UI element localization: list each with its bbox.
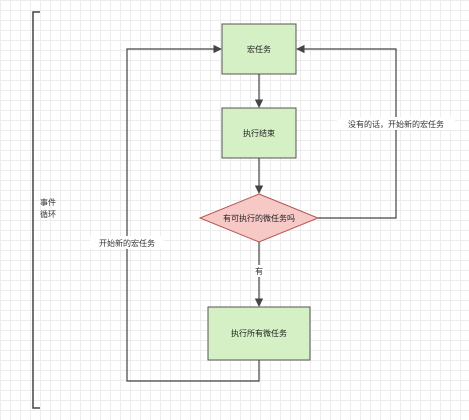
macro-task-label: 宏任务: [247, 44, 271, 54]
exec-done-node: [221, 107, 297, 159]
start-new-label: 开始新的宏任务: [99, 238, 155, 248]
yes-label-bg: [253, 265, 265, 277]
decision-label: 有可执行的微任务吗: [223, 213, 295, 223]
edge-micro-to-macro: [126, 44, 260, 382]
exec-micro-node: [207, 306, 311, 361]
start-new-label-bg: [90, 236, 164, 249]
exec-micro-label: 执行所有微任务: [231, 328, 287, 338]
macro-task-node: [221, 23, 297, 75]
exec-done-label: 执行结束: [243, 128, 275, 138]
yes-label: 有: [255, 266, 263, 276]
edge-no-to-macro: [296, 44, 397, 219]
bracket-label-line2: 循环: [40, 209, 56, 219]
event-loop-bracket: [32, 11, 40, 409]
no-label: 没有的话，开始新的宏任务: [348, 119, 444, 129]
bracket-label-line1: 事件: [40, 197, 56, 207]
no-label-bg: [337, 117, 455, 130]
